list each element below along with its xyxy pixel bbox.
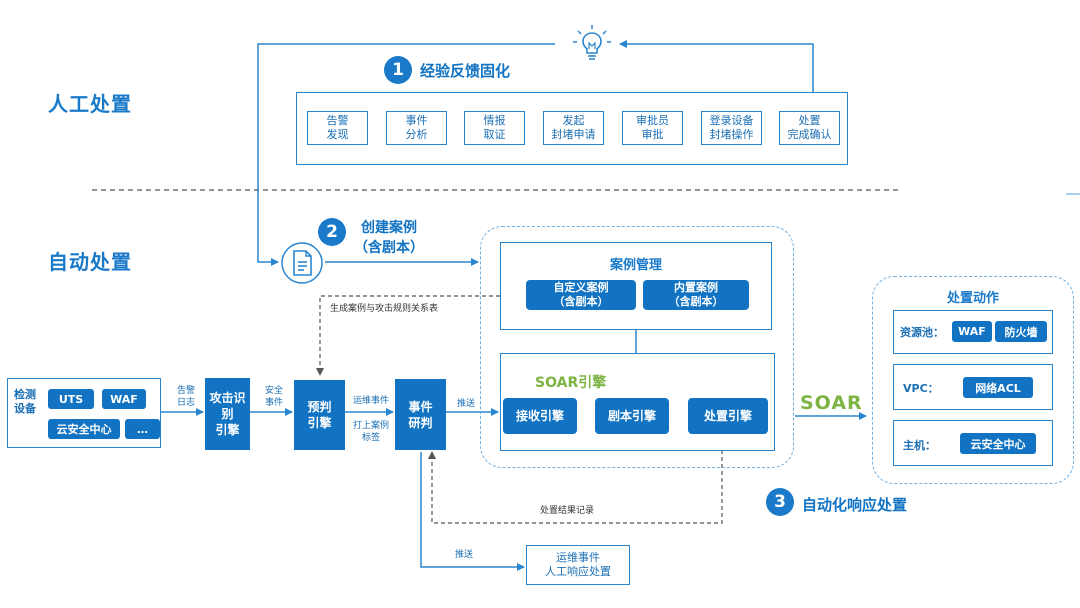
step3-title: 自动化响应处置 <box>802 496 908 514</box>
document-icon <box>281 242 323 284</box>
detection-waf: WAF <box>102 389 146 409</box>
label-push-1: 推送 <box>456 399 475 409</box>
actions-title: 处置动作 <box>946 291 999 306</box>
action-network-acl: 网络ACL <box>963 377 1033 398</box>
custom-case: 自定义案例 （含剧本） <box>526 280 636 310</box>
step1-title: 经验反馈固化 <box>420 62 511 80</box>
detection-cloud-security: 云安全中心 <box>48 419 120 439</box>
builtin-case: 内置案例 （含剧本） <box>643 280 749 310</box>
action-row-pool-label: 资源池： <box>900 326 944 339</box>
action-row-host-label: 主机： <box>903 439 936 452</box>
attack-engine: 攻击识别 引擎 <box>205 378 250 450</box>
actions-region <box>872 276 1074 484</box>
case-mgmt-title: 案例管理 <box>609 258 662 273</box>
label-ops-event: 运维事件 <box>352 396 389 406</box>
label-push-2: 推送 <box>455 550 474 560</box>
event-study: 事件 研判 <box>395 379 446 450</box>
lane-label-auto: 自动处置 <box>48 250 132 274</box>
label-result-record: 处置结果记录 <box>540 506 595 516</box>
manual-step-6: 登录设备 封堵操作 <box>701 111 762 145</box>
action-firewall: 防火墙 <box>995 321 1047 342</box>
label-tag-case: 打上案例 标签 <box>352 421 389 443</box>
label-gen-relation: 生成案例与攻击规则关系表 <box>330 304 439 314</box>
action-cloud-security: 云安全中心 <box>960 433 1036 454</box>
soar-engine-title: SOAR引擎 <box>535 375 607 391</box>
dispose-engine: 处置引擎 <box>688 398 768 434</box>
manual-step-7: 处置 完成确认 <box>779 111 840 145</box>
action-row-vpc-label: VPC： <box>903 382 939 395</box>
step3-number: 3 <box>766 488 794 516</box>
lane-label-manual: 人工处置 <box>48 92 132 116</box>
label-alert-log: 告警 日志 <box>176 386 195 408</box>
lightbulb-icon <box>570 22 614 66</box>
step2-number: 2 <box>318 218 346 246</box>
playbook-engine: 剧本引擎 <box>595 398 669 434</box>
manual-step-3: 情报 取证 <box>464 111 525 145</box>
detection-uts: UTS <box>48 389 94 409</box>
manual-step-4: 发起 封堵申请 <box>543 111 604 145</box>
prejudge-engine: 预判 引擎 <box>294 380 345 450</box>
ops-manual-box: 运维事件 人工响应处置 <box>526 545 630 585</box>
manual-step-1: 告警 发现 <box>307 111 368 145</box>
manual-step-2: 事件 分析 <box>386 111 447 145</box>
action-waf: WAF <box>952 321 992 342</box>
manual-step-5: 审批员 审批 <box>622 111 683 145</box>
detection-more: … <box>125 419 160 439</box>
detection-label: 检测 设备 <box>14 388 36 415</box>
soar-label: SOAR <box>800 392 863 414</box>
step2-title: 创建案例 （含剧本） <box>354 220 424 256</box>
label-sec-event: 安全 事件 <box>264 386 283 408</box>
step1-number: 1 <box>384 56 412 84</box>
soar-region <box>480 226 794 468</box>
receive-engine: 接收引擎 <box>503 398 577 434</box>
